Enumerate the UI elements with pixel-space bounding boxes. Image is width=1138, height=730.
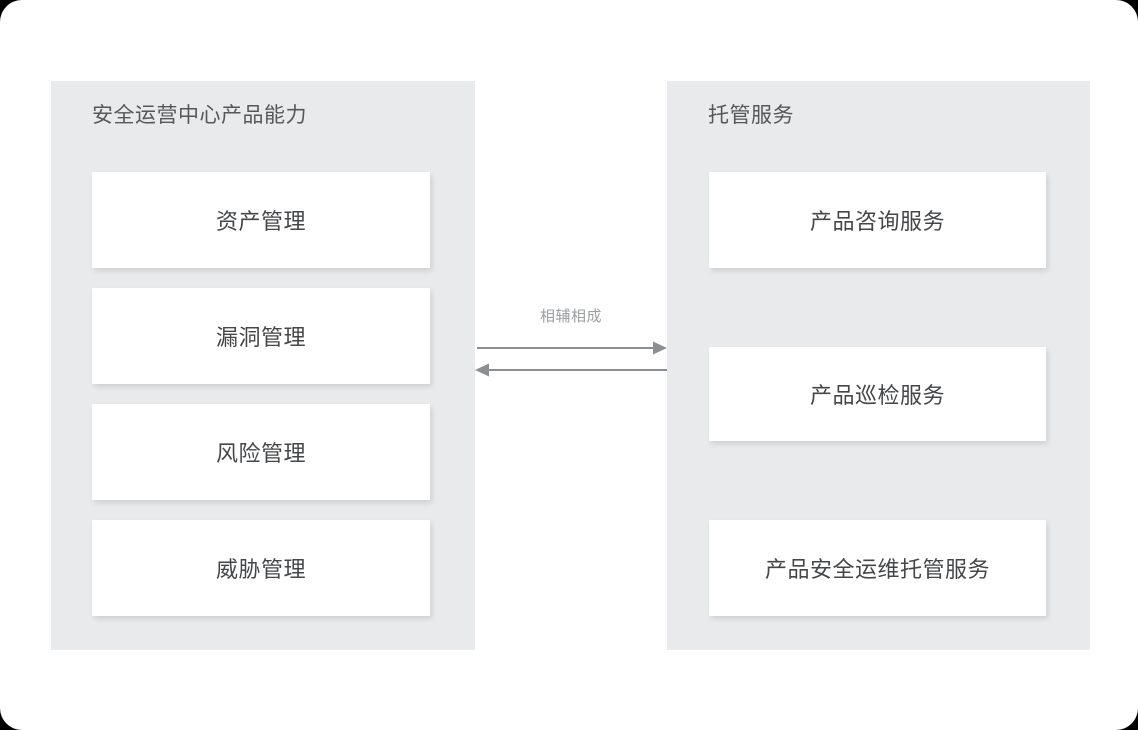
panel-title-managed-service: 托管服务	[708, 104, 794, 127]
card-label: 产品巡检服务	[809, 383, 945, 408]
card-risk-management[interactable]: 风险管理	[92, 404, 430, 500]
card-label: 风险管理	[215, 441, 306, 466]
card-threat-management[interactable]: 威胁管理	[92, 520, 430, 616]
card-label: 资产管理	[215, 209, 306, 234]
connector-group: 相辅相成	[475, 300, 667, 390]
card-product-consulting-service[interactable]: 产品咨询服务	[709, 172, 1046, 268]
panel-title-soc-capability: 安全运营中心产品能力	[92, 104, 307, 127]
connector-label: 相辅相成	[539, 308, 602, 325]
bidirectional-arrows-icon	[475, 341, 667, 377]
card-product-security-ops-managed-service[interactable]: 产品安全运维托管服务	[709, 520, 1046, 616]
panel-managed-service: 托管服务 产品咨询服务 产品巡检服务 产品安全运维托管服务	[667, 81, 1090, 650]
card-vulnerability-management[interactable]: 漏洞管理	[92, 288, 430, 384]
card-product-inspection-service[interactable]: 产品巡检服务	[709, 347, 1046, 441]
card-label: 威胁管理	[215, 557, 306, 582]
panel-soc-capability: 安全运营中心产品能力 资产管理 漏洞管理 风险管理 威胁管理	[51, 81, 475, 650]
card-asset-management[interactable]: 资产管理	[92, 172, 430, 268]
card-label: 产品咨询服务	[809, 209, 945, 234]
card-label: 产品安全运维托管服务	[764, 557, 990, 582]
card-label: 漏洞管理	[215, 325, 306, 350]
